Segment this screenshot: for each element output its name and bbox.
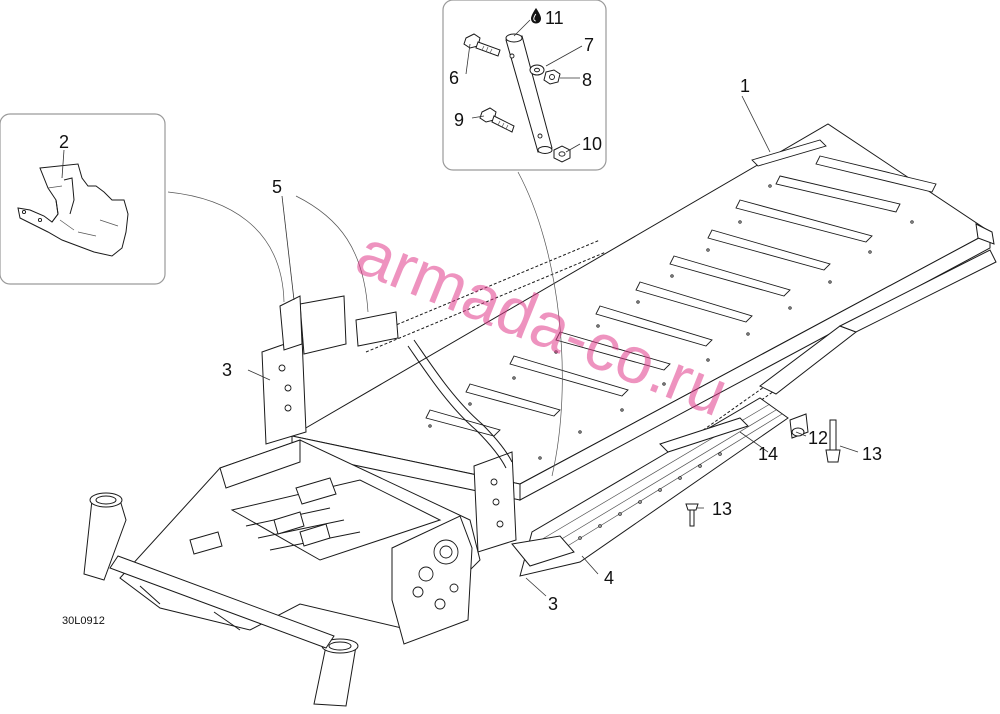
callout-2: 2 <box>59 132 69 152</box>
leader-lines <box>61 19 859 597</box>
callout-3-upper: 3 <box>222 360 232 380</box>
tunnel-slots <box>425 139 937 437</box>
callout-13-lower: 13 <box>712 499 732 519</box>
tunnel-rivets <box>428 184 914 460</box>
chassis-frame <box>83 123 997 707</box>
callout-12: 12 <box>808 428 828 448</box>
callout-14: 14 <box>758 444 778 464</box>
callout-5: 5 <box>272 177 282 197</box>
callout-10: 10 <box>582 134 602 154</box>
inset-hardware <box>442 0 607 171</box>
callout-7: 7 <box>584 35 594 55</box>
callout-9: 9 <box>454 110 464 130</box>
callout-8: 8 <box>582 70 592 90</box>
callout-3-lower: 3 <box>548 594 558 614</box>
fasteners <box>685 419 841 527</box>
callout-11: 11 <box>545 8 564 28</box>
running-board-holes <box>578 452 722 540</box>
inset-part-2 <box>0 113 166 285</box>
callout-4: 4 <box>604 568 614 588</box>
callout-1: 1 <box>740 76 750 96</box>
callout-13-right: 13 <box>862 444 882 464</box>
callout-labels: 1 2 3 3 4 5 6 7 8 9 10 11 12 13 13 14 30… <box>59 8 882 627</box>
drawing-code: 30L0912 <box>62 615 105 627</box>
callout-6: 6 <box>449 68 459 88</box>
